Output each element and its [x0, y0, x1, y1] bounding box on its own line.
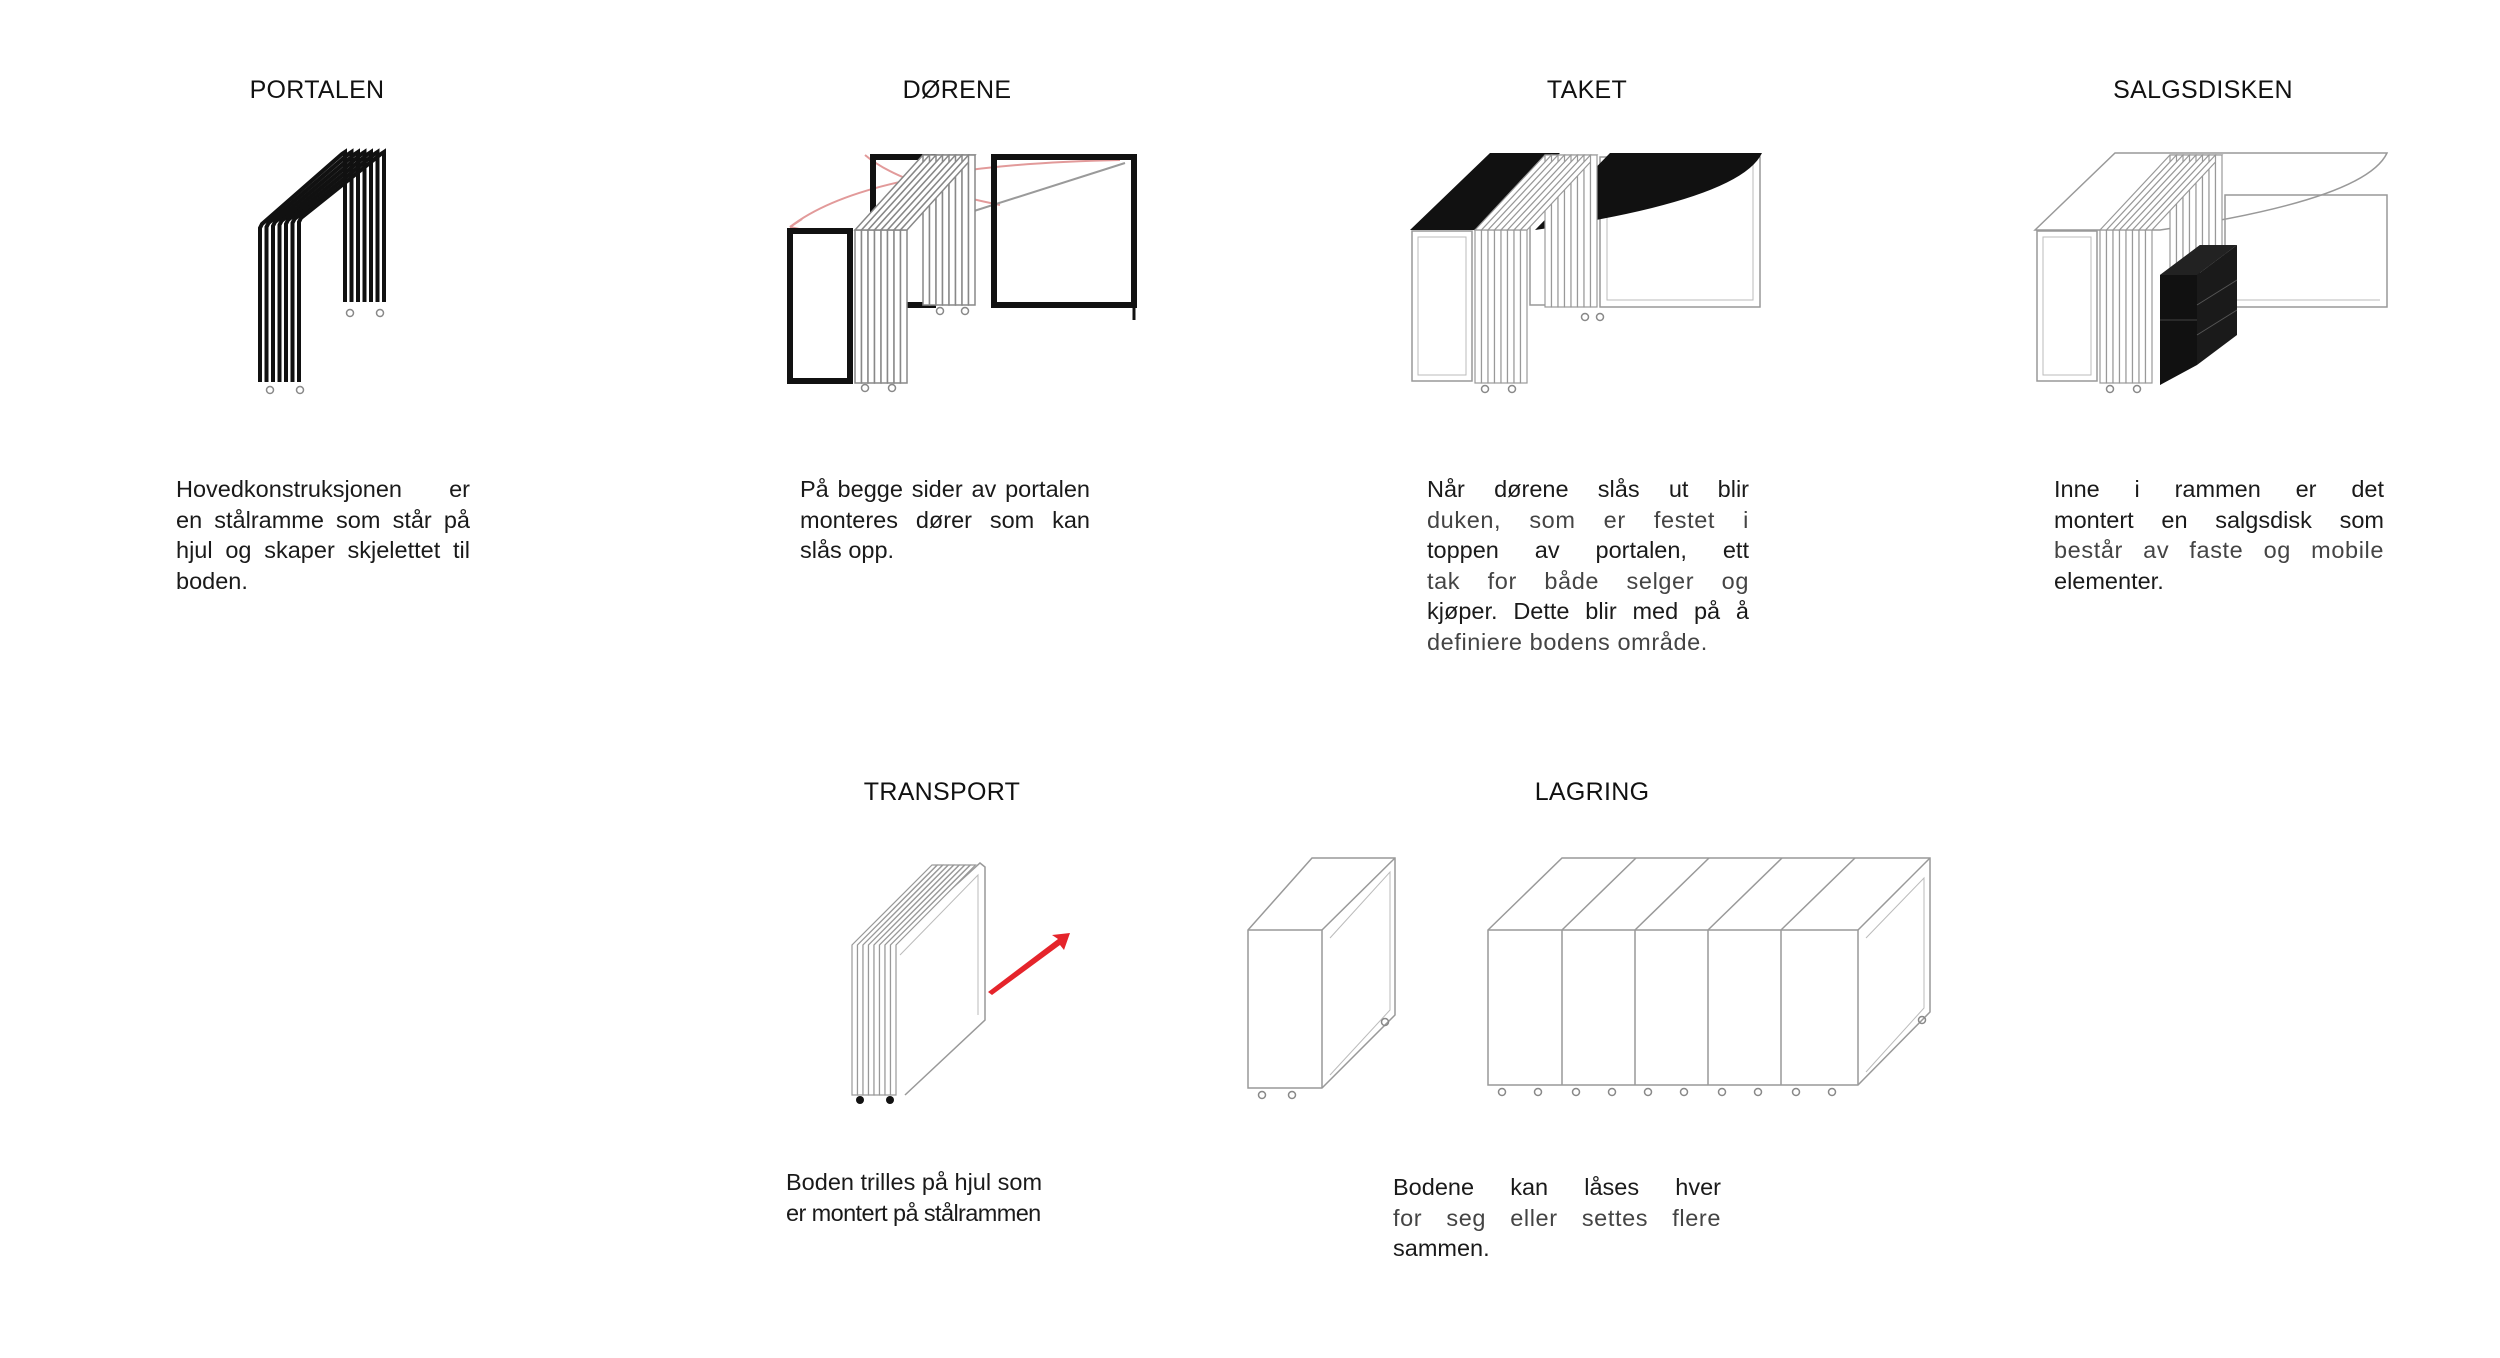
portal-slat-back	[1576, 154, 1585, 308]
portal-slat-back	[967, 154, 976, 306]
portal-slat	[886, 229, 895, 384]
transport-illustration	[851, 862, 1070, 1104]
portal-slat	[1487, 229, 1496, 384]
portal-slat	[1493, 229, 1502, 384]
storage-illustration	[1247, 857, 1931, 1100]
desc-lagring: Bodene kan låses hver for seg eller sett…	[1393, 1174, 1721, 1261]
portal-slat	[1474, 229, 1483, 384]
title-portalen: PORTALEN	[249, 76, 385, 104]
portal-slat	[873, 229, 882, 384]
portal-slat	[2105, 229, 2114, 384]
single-booth	[1247, 857, 1396, 1089]
portal-slat	[1500, 229, 1509, 384]
portal-slat	[2131, 229, 2140, 384]
portal-slat	[2138, 229, 2147, 384]
title-lagring: LAGRING	[1534, 778, 1650, 806]
portal-slat-back	[1583, 154, 1592, 308]
desc-portalen: Hovedkonstruksjonen er en stålramme som …	[176, 476, 470, 594]
sales-counter	[2160, 245, 2238, 385]
portal-illustration	[258, 148, 386, 395]
desc-salgsdisken: Inne i rammen er det montert en salgsdis…	[2054, 476, 2384, 594]
portal-slat	[854, 229, 863, 384]
portal-slat	[889, 864, 977, 1096]
title-transport: TRANSPORT	[863, 778, 1021, 806]
portal-slat	[1513, 229, 1522, 384]
portal-slat	[899, 229, 908, 384]
portal-slat	[2118, 229, 2127, 384]
title-salgsdisken: SALGSDISKEN	[2113, 76, 2293, 104]
portal-slat	[277, 148, 367, 382]
portal-slat	[271, 148, 360, 382]
portal-slat-back	[1589, 154, 1598, 308]
portal-slat-back	[954, 154, 963, 306]
portal-slat	[880, 229, 889, 384]
portal-slat	[1480, 229, 1489, 384]
arrow-icon	[988, 933, 1070, 995]
portal-slat	[297, 148, 386, 382]
roof-canvas	[1410, 153, 1560, 230]
roof-illustration	[1410, 153, 1762, 394]
wheel-icons	[265, 308, 385, 395]
portal-slat	[2125, 229, 2134, 384]
desc-dorene: På begge sider av portalen monteres døre…	[800, 476, 1090, 563]
title-dorene: DØRENE	[902, 76, 1012, 104]
portal-slat	[2099, 229, 2108, 384]
portal-slat-back	[961, 154, 970, 306]
counter-illustration	[2033, 152, 2389, 394]
portal-slat	[2112, 229, 2121, 384]
portal-slat	[893, 229, 902, 384]
title-taket: TAKET	[1546, 76, 1628, 104]
wheel-icon	[886, 1096, 894, 1104]
portal-slat	[867, 229, 876, 384]
portal-slat	[860, 229, 869, 384]
combined-booths	[1487, 857, 1931, 1086]
portal-slat	[1506, 229, 1515, 384]
portal-slat	[1519, 229, 1528, 384]
portal-slat	[284, 148, 373, 382]
wheel-icon	[856, 1096, 864, 1104]
doors-illustration	[787, 154, 1137, 393]
desc-transport: Boden trilles på hjul som er montert på …	[786, 1169, 1043, 1226]
desc-taket: Når dørene slås ut blir duken, som er fe…	[1427, 476, 1749, 655]
portal-slat	[2144, 229, 2153, 384]
portal-slat	[290, 148, 380, 382]
